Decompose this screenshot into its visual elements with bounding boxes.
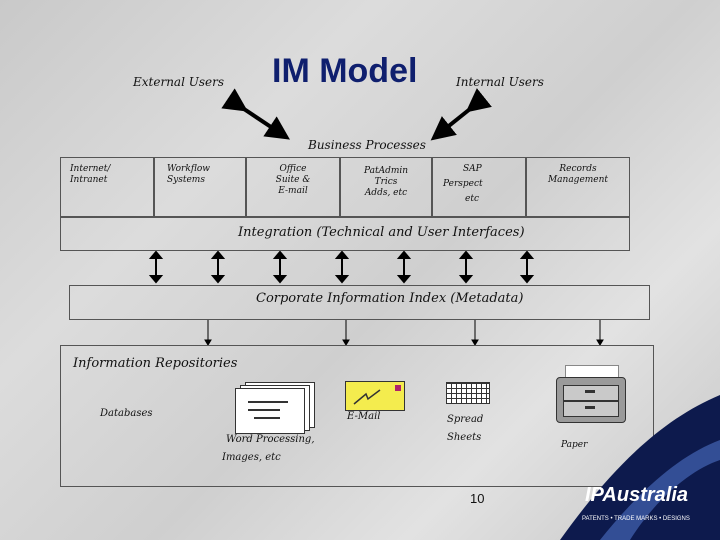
email-icon (345, 381, 405, 411)
corporate-index-band: Corporate Information Index (Metadata) (69, 285, 650, 320)
repositories-title: Information Repositories (73, 356, 238, 371)
corporate-index-label: Corporate Information Index (Metadata) (256, 291, 524, 306)
internal-users-label: Internal Users (456, 75, 544, 89)
page-number: 10 (470, 491, 485, 506)
external-users-arrow (221, 88, 290, 140)
internal-users-arrow (430, 88, 492, 141)
brand-logo: IPAustralia (585, 484, 688, 506)
email-label: E-Mail (347, 411, 381, 422)
document-stack-icon (235, 382, 315, 434)
filing-cabinet-icon (553, 363, 628, 423)
process-internet-box: Internet/Intranet (60, 157, 154, 217)
spreadsheet-icon (446, 382, 490, 404)
internet-label: Internet/Intranet (70, 164, 111, 185)
repositories-box: Information Repositories (60, 345, 654, 487)
index-arrows (204, 320, 604, 346)
integration-band: Integration (Technical and User Interfac… (60, 217, 630, 251)
process-sap-box: SAP Perspect etc (432, 157, 526, 217)
spread-label: Spread (447, 414, 484, 425)
brand-tagline: PATENTS • TRADE MARKS • DESIGNS (582, 516, 690, 522)
page-title: IM Model (272, 52, 418, 90)
paper-label: Paper (561, 440, 588, 450)
perspect-label: Perspect (443, 179, 483, 189)
images-label: Images, etc (222, 452, 281, 463)
business-processes-label: Business Processes (308, 138, 426, 152)
external-users-label: External Users (133, 75, 224, 89)
integration-label: Integration (Technical and User Interfac… (238, 225, 525, 240)
databases-label: Databases (100, 408, 153, 419)
integration-arrows (148, 250, 535, 284)
word-processing-label: Word Processing, (226, 434, 315, 445)
etc-label: etc (465, 194, 479, 204)
sap-label: SAP (463, 164, 482, 174)
sheets-label: Sheets (447, 432, 482, 443)
